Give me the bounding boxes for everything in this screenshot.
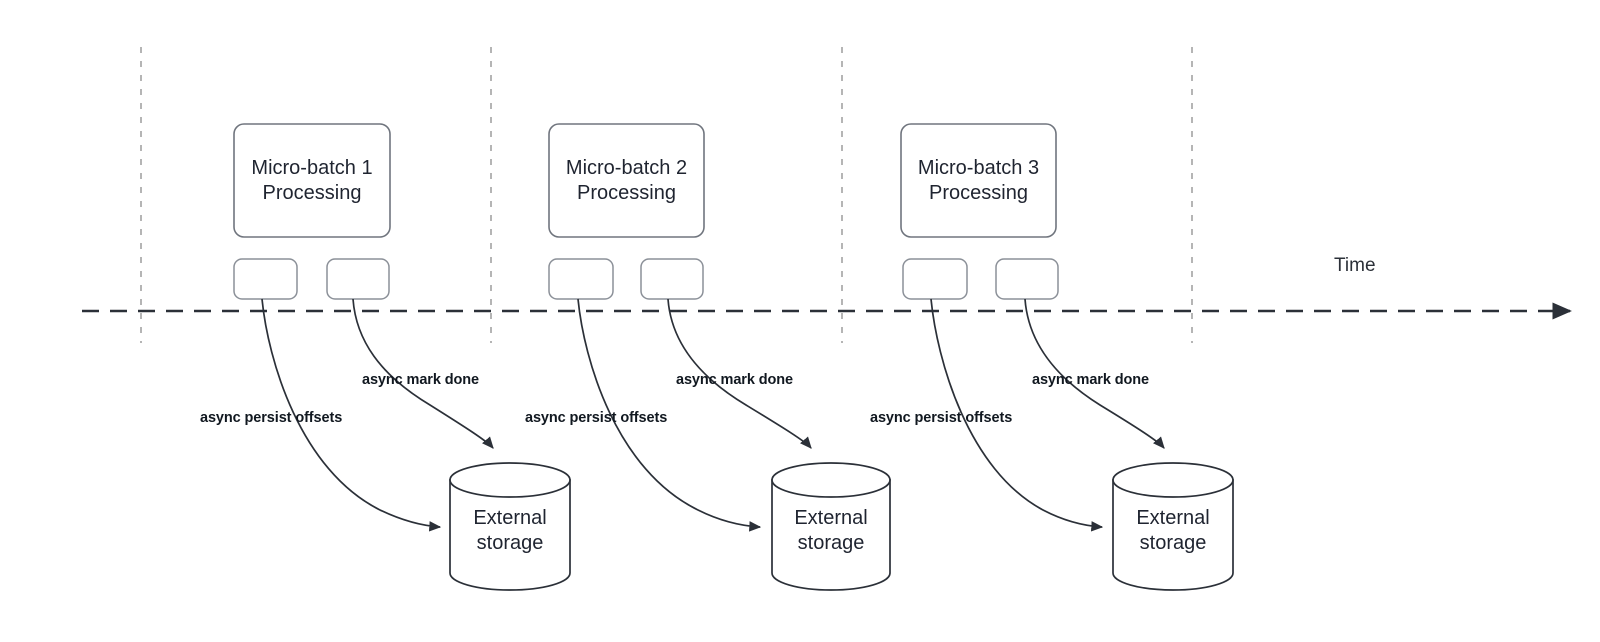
edge-g3-mark-done — [1024, 298, 1165, 449]
microbatch-3-box[interactable] — [900, 123, 1057, 238]
microbatch-1-task-1-box[interactable] — [233, 258, 298, 300]
external-storage-3-cylinder[interactable] — [1112, 462, 1234, 591]
external-storage-2-cylinder[interactable] — [771, 462, 891, 591]
edge-g1-mark-done — [352, 298, 494, 449]
microbatch-3-task-1-box[interactable] — [902, 258, 968, 300]
group-2-shapes — [548, 123, 891, 591]
group-1-shapes — [233, 123, 571, 591]
microbatch-1-task-2-box[interactable] — [326, 258, 390, 300]
group-3-shapes — [900, 123, 1234, 591]
microbatch-2-task-2-box[interactable] — [640, 258, 704, 300]
microbatch-1-box[interactable] — [233, 123, 391, 238]
microbatch-3-task-2-box[interactable] — [995, 258, 1059, 300]
edge-g2-mark-done — [667, 298, 812, 449]
microbatch-2-task-1-box[interactable] — [548, 258, 614, 300]
external-storage-1-cylinder[interactable] — [449, 462, 571, 591]
edge-g1-persist-offsets — [261, 298, 442, 532]
edge-g2-persist-offsets — [577, 298, 762, 532]
microbatch-2-box[interactable] — [548, 123, 705, 238]
edge-g3-persist-offsets — [930, 298, 1104, 532]
